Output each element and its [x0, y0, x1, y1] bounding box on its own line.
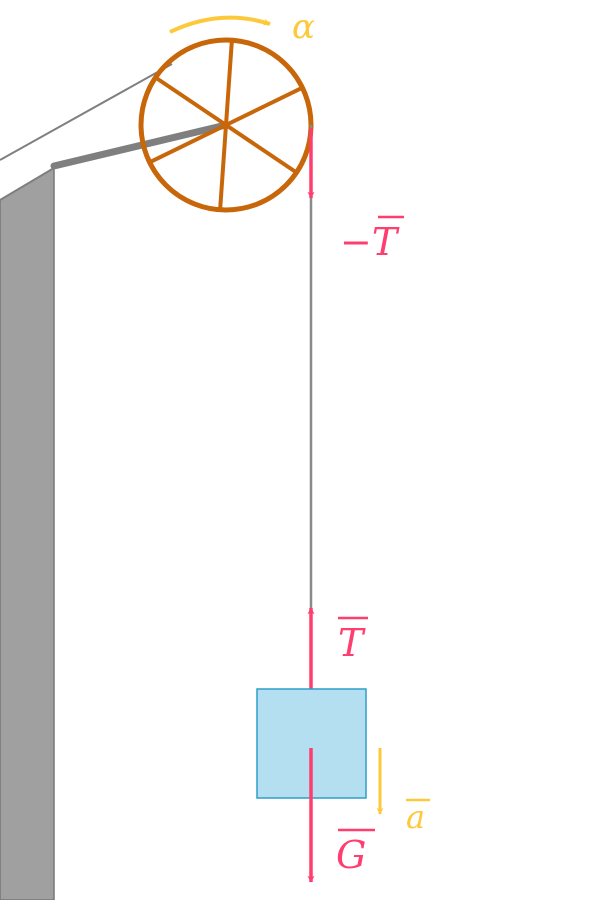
- acceleration-label: a: [406, 798, 425, 836]
- pulley: [138, 37, 314, 213]
- pulley-spoke: [148, 123, 227, 165]
- pulley-spoke: [218, 124, 228, 210]
- tension-on-pulley-label: −T: [340, 220, 400, 264]
- pulley-spokes: [148, 40, 304, 210]
- gravity-label: G: [336, 833, 366, 877]
- pulley-spoke: [224, 123, 298, 175]
- angular-acceleration-label: α: [292, 7, 315, 47]
- wall: [0, 166, 55, 900]
- pulley-spoke: [225, 85, 304, 127]
- support-line-lower: [0, 167, 55, 201]
- pulley-spoke: [154, 75, 228, 127]
- pulley-hub: [222, 121, 230, 129]
- angular-acceleration-arrow: [169, 15, 271, 34]
- support-line-upper: [0, 63, 173, 161]
- pulley-spoke: [224, 40, 234, 126]
- tension-on-block-label: T: [338, 621, 366, 665]
- support-arm: [50, 121, 230, 170]
